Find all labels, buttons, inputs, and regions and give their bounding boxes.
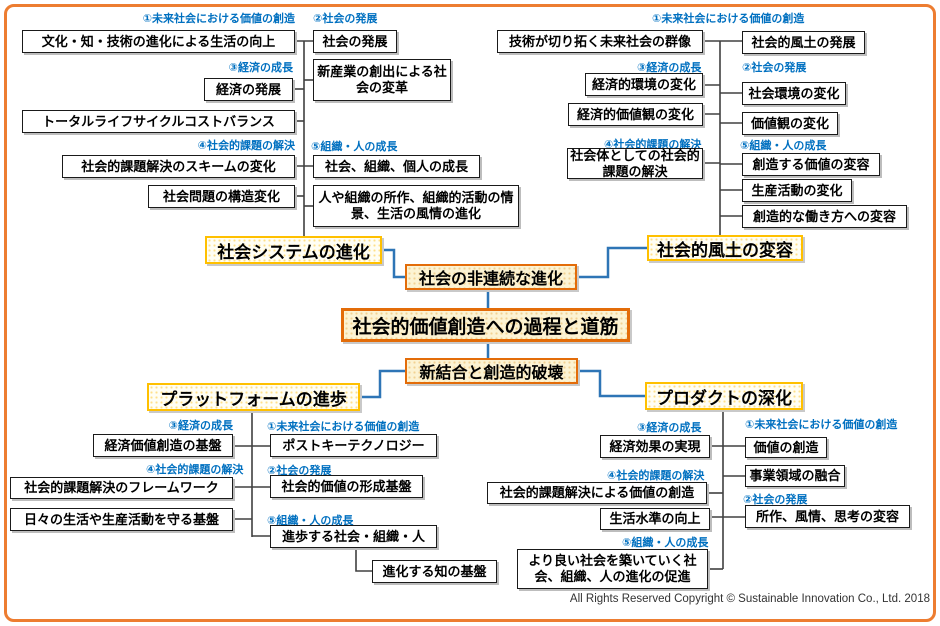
node-social-system-evolution: 社会システムの進化: [205, 236, 382, 264]
category-label-social-issues: ④社会的課題の解決: [604, 139, 702, 151]
box-behavior-evolution: 人や組織の所作、組織的活動の情景、生活の風情の進化: [313, 185, 519, 227]
category-label-social-issues: ④社会的課題の解決: [197, 140, 295, 152]
category-label-social-dev: ②社会の発展: [742, 62, 807, 74]
box-social-development: 社会の発展: [313, 30, 397, 53]
category-label-social-dev: ②社会の発展: [743, 494, 808, 506]
core-node-new-combination: 新結合と創造的破壊: [405, 358, 578, 384]
box-post-key-tech: ポストキーテクノロジー: [270, 434, 437, 457]
box-values-change: 価値観の変化: [742, 112, 838, 135]
box-business-fusion: 事業領域の融合: [745, 465, 845, 487]
box-economic-env-change: 経済的環境の変化: [585, 73, 703, 96]
box-life-improvement: 文化・知・技術の進化による生活の向上: [22, 30, 295, 53]
category-label-social-dev: ②社会の発展: [267, 465, 332, 477]
box-daily-life-base: 日々の生活や生産活動を守る基盤: [10, 508, 233, 531]
box-behavior-transformation: 所作、風情、思考の変容: [745, 505, 910, 528]
category-label-future-value: ①未来社会における価値の創造: [267, 421, 420, 433]
box-social-body-issues: 社会体としての社会的課題の解決: [567, 148, 703, 179]
category-label-economic-growth: ③経済の成長: [637, 422, 702, 434]
box-future-images: 技術が切り拓く未来社会の群像: [497, 30, 703, 53]
category-label-future-value: ①未来社会における価値の創造: [142, 13, 295, 25]
category-label-economic-growth: ③経済の成長: [168, 420, 233, 432]
box-created-value-change: 創造する価値の変容: [742, 153, 880, 176]
category-label-org-people: ⑤組織・人の成長: [267, 515, 354, 527]
tree-connectors-top-left: [293, 40, 313, 236]
box-value-creation: 価値の創造: [745, 437, 827, 458]
category-label-org-people: ⑤組織・人の成長: [740, 140, 827, 152]
category-label-social-dev: ②社会の発展: [313, 13, 378, 25]
box-issue-value-creation: 社会的課題解決による価値の創造: [487, 482, 707, 504]
category-label-social-issues: ④社会的課題の解決: [607, 470, 705, 482]
tree-connectors-top-right: [703, 40, 742, 235]
category-label-future-value: ①未来社会における価値の創造: [652, 13, 805, 25]
category-label-future-value: ①未来社会における価値の創造: [745, 419, 898, 431]
category-label-economic-growth: ③経済の成長: [228, 62, 293, 74]
category-label-org-people: ⑤組織・人の成長: [622, 537, 709, 549]
box-growth-all: 社会、組織、個人の成長: [313, 155, 480, 178]
category-label-org-people: ⑤組織・人の成長: [311, 141, 398, 153]
category-label-social-issues: ④社会的課題の解決: [146, 464, 244, 476]
node-platform-progress: プラットフォームの進歩: [147, 383, 360, 411]
node-social-climate-transformation: 社会的風土の変容: [647, 235, 803, 261]
diagram-frame: [4, 4, 936, 622]
box-living-standard: 生活水準の向上: [600, 508, 710, 530]
box-progressing-society: 進歩する社会・組織・人: [270, 525, 437, 548]
box-total-lifecycle: トータルライフサイクルコストバランス: [22, 110, 295, 133]
box-evolving-knowledge: 進化する知の基盤: [372, 560, 497, 583]
box-economic-value-base: 経済価値創造の基盤: [93, 434, 233, 457]
blue-connectors-center: [360, 246, 647, 399]
core-node-main-title: 社会的価値創造への過程と道筋: [341, 308, 630, 342]
box-new-industry: 新産業の創出による社会の変革: [313, 59, 451, 101]
box-economic-development: 経済の発展: [204, 78, 293, 101]
box-problem-structure: 社会問題の構造変化: [148, 185, 295, 208]
core-node-discontinuous-evolution: 社会の非連続な進化: [405, 264, 577, 290]
box-scheme-change: 社会的課題解決のスキームの変化: [62, 155, 295, 178]
box-better-society: より良い社会を築いていく社会、組織、人の進化の促進: [517, 549, 708, 589]
box-climate-development: 社会的風土の発展: [742, 31, 865, 54]
tree-connectors-bottom-left: [233, 411, 372, 572]
box-value-formation-base: 社会的価値の形成基盤: [270, 475, 423, 498]
copyright-text: All Rights Reserved Copyright © Sustaina…: [569, 593, 930, 605]
tree-connectors-bottom-right: [707, 410, 745, 570]
category-label-economic-growth: ③経済の成長: [637, 62, 702, 74]
box-economic-values-change: 経済的価値観の変化: [568, 103, 703, 126]
box-framework: 社会的課題解決のフレームワーク: [10, 477, 233, 499]
box-creative-work-change: 創造的な働き方への変容: [742, 205, 907, 228]
node-product-deepening: プロダクトの深化: [645, 382, 803, 410]
box-economic-effect: 経済効果の実現: [600, 435, 710, 458]
box-social-env-change: 社会環境の変化: [742, 82, 846, 105]
box-production-change: 生産活動の変化: [742, 179, 852, 202]
